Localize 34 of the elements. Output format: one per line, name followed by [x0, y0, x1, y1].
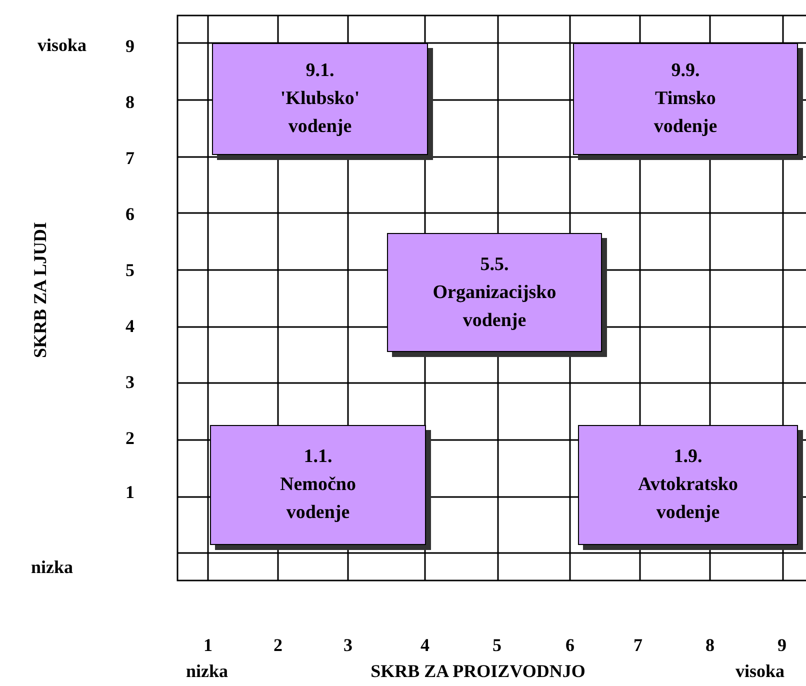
axis-label: 4 — [126, 317, 134, 335]
axis-label: 4 — [420, 636, 430, 654]
box-text: Timsko vodenje — [654, 87, 718, 139]
box-text: Avtokratsko vodenje — [638, 473, 738, 525]
axis-label: SKRB ZA PROIZVODNJO — [370, 662, 586, 680]
box-text: Organizacijsko vodenje — [432, 280, 556, 332]
axis-label: 3 — [344, 636, 352, 654]
axis-label: 7 — [126, 149, 134, 167]
box-heading: 1.1. — [304, 445, 332, 469]
box-heading: 9.1. — [306, 59, 334, 83]
axis-label: 6 — [566, 636, 574, 654]
axis-label: 9 — [778, 636, 786, 654]
axis-label: 5 — [126, 261, 134, 279]
axis-label: 8 — [126, 93, 134, 111]
axis-label: 5 — [492, 636, 502, 654]
box-text: Nemočno vodenje — [280, 473, 356, 525]
axis-label: 6 — [126, 205, 134, 223]
axis-label: visoka — [735, 662, 785, 680]
box-text: 'Klubsko' vodenje — [280, 87, 360, 139]
axis-label: nizka — [31, 558, 73, 576]
axis-label: visoka — [37, 36, 87, 54]
axis-label: nizka — [186, 662, 228, 680]
box-heading: 9.9. — [671, 59, 700, 83]
axis-label: 1 — [204, 636, 212, 654]
box-heading: 5.5. — [480, 252, 509, 276]
axis-label: 3 — [126, 373, 134, 391]
axis-label: 2 — [274, 636, 282, 654]
axis-label: 2 — [126, 429, 134, 447]
axis-label: 1 — [126, 483, 134, 501]
box-heading: 1.9. — [674, 445, 702, 469]
axis-label: 7 — [634, 636, 642, 654]
axis-label: 9 — [126, 37, 134, 55]
axis-label: 8 — [706, 636, 714, 654]
axis-title: SKRB ZA LJUDI — [31, 222, 49, 358]
